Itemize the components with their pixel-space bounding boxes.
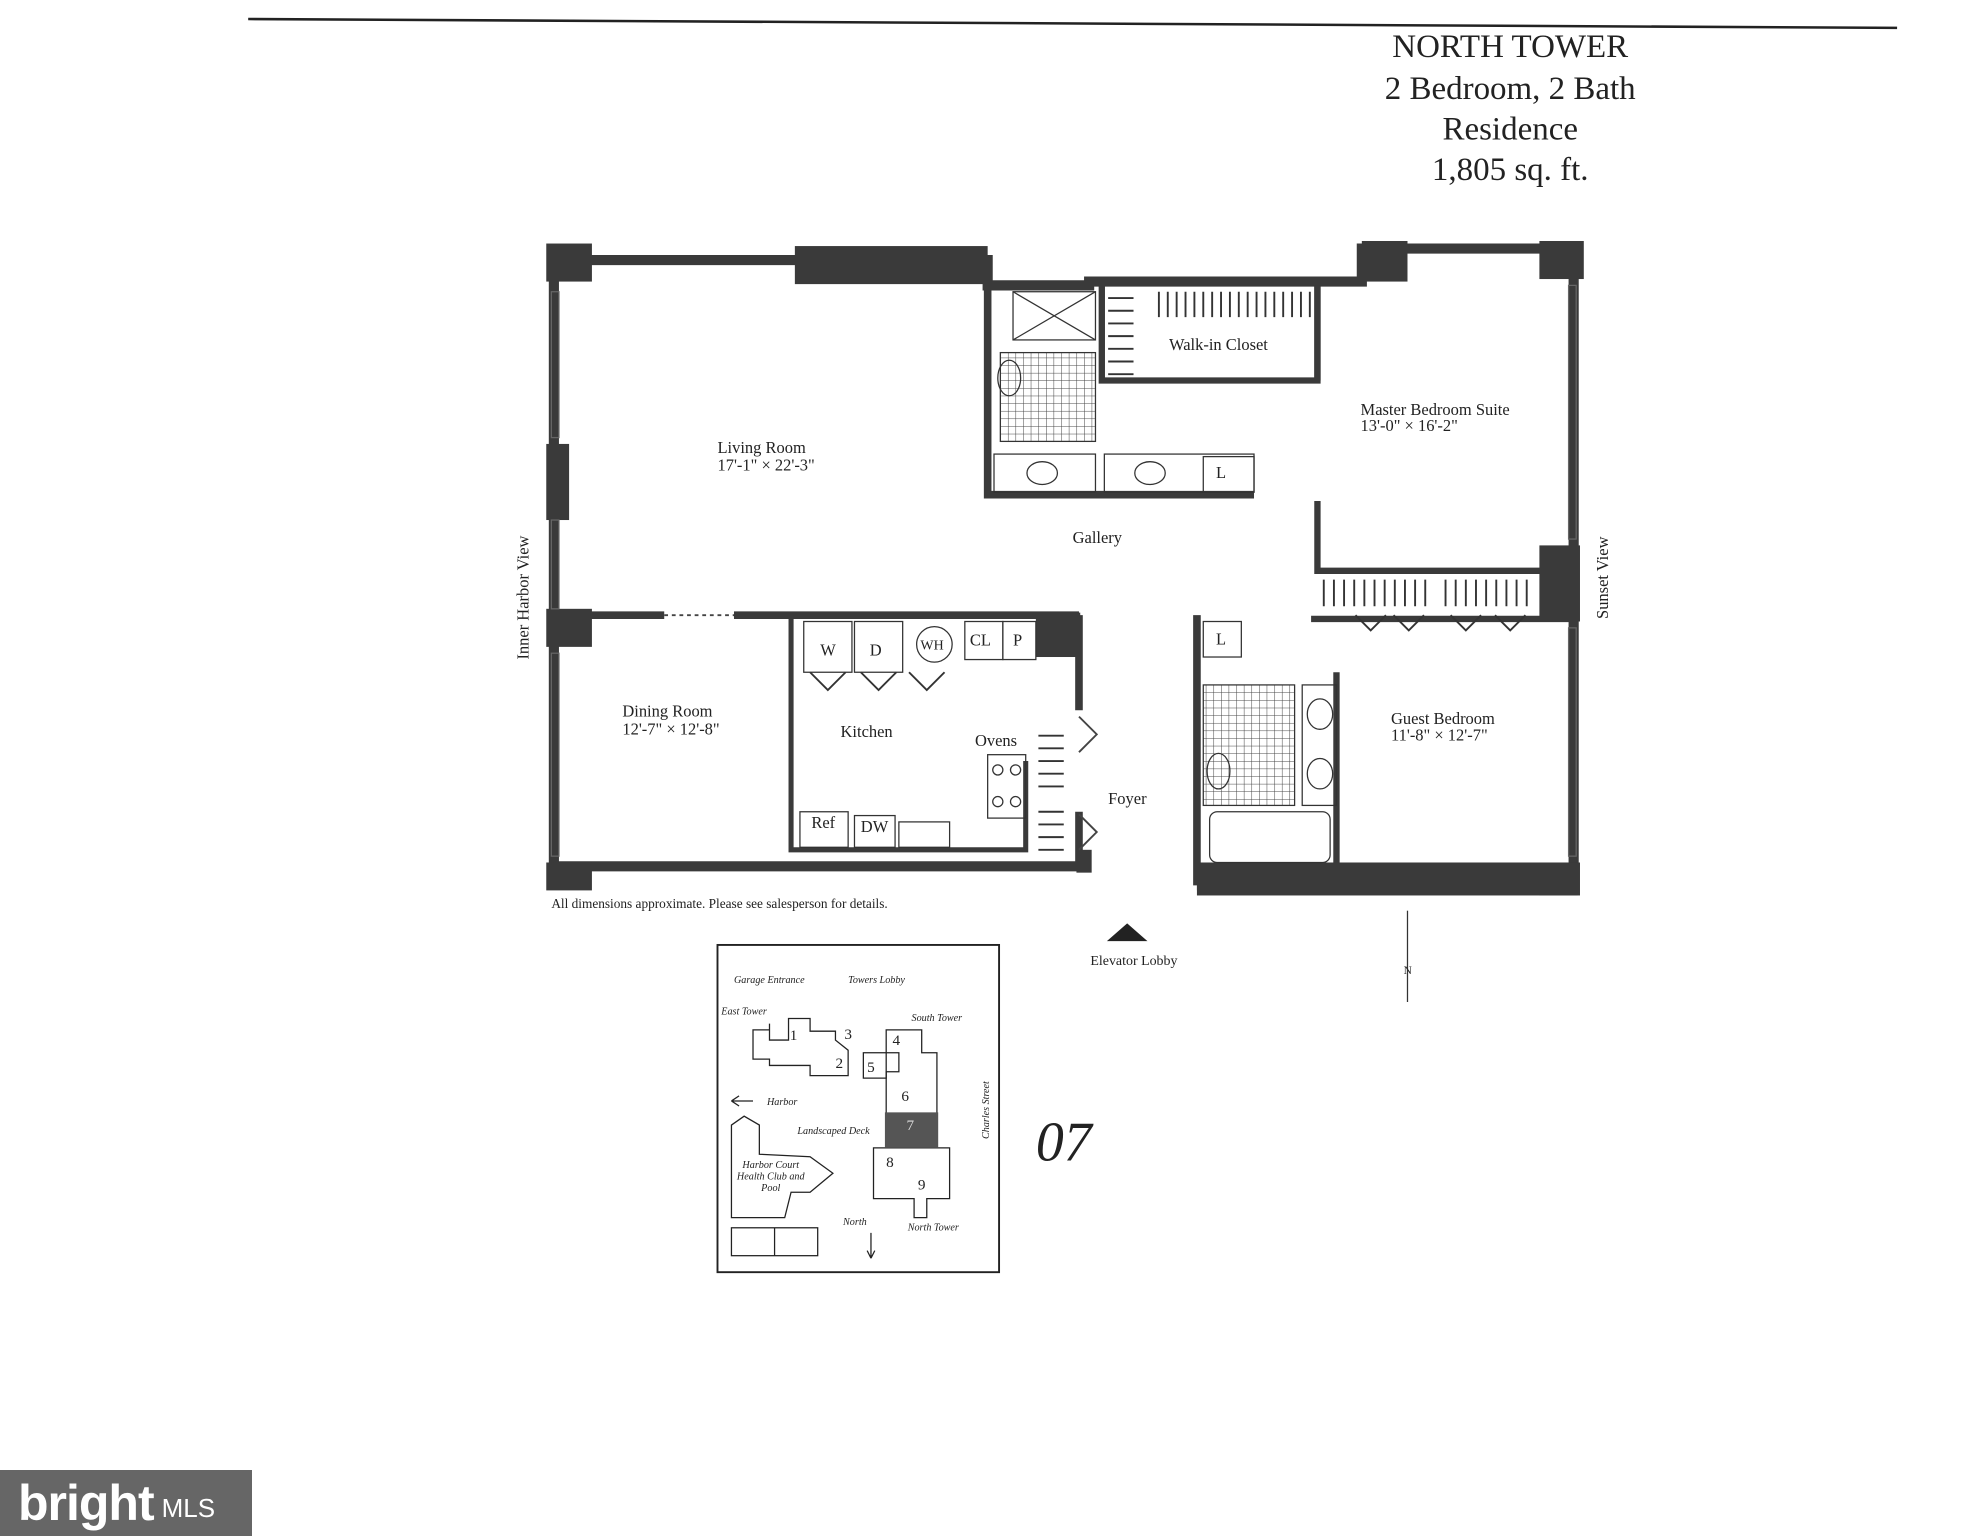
building-number: 7 xyxy=(906,1117,914,1134)
site-label: Charles Street xyxy=(981,1080,992,1139)
building-number: 3 xyxy=(844,1026,852,1043)
disclaimer: All dimensions approximate. Please see s… xyxy=(551,896,887,911)
title-line: 1,805 sq. ft. xyxy=(1432,152,1589,188)
room-dims: 13'-0" × 16'-2" xyxy=(1361,416,1458,435)
handwritten-number: 07 xyxy=(1036,1112,1094,1174)
sink-icon xyxy=(1306,757,1334,790)
site-label: South Tower xyxy=(912,1013,963,1024)
master-bath xyxy=(993,291,1255,493)
header-rule xyxy=(248,17,1898,30)
water-heater-label: WH xyxy=(920,638,943,653)
linen-label: L xyxy=(1216,629,1226,648)
guest-bath xyxy=(1202,684,1338,864)
closet-label: CL xyxy=(970,631,991,650)
room-dims: 17'-1" × 22'-3" xyxy=(717,456,814,475)
site-label: Landscaped Deck xyxy=(796,1126,870,1137)
room-name: Dining Room xyxy=(622,702,712,721)
site-label: Harbor xyxy=(766,1097,797,1108)
bathtub-icon xyxy=(1208,811,1331,864)
north-arrow-icon xyxy=(866,1232,876,1259)
health-club xyxy=(730,1115,834,1219)
walls xyxy=(548,243,1579,895)
building-number: 2 xyxy=(835,1055,843,1072)
building-number: 9 xyxy=(918,1177,926,1194)
site-label: Towers Lobby xyxy=(848,975,905,986)
site-label: North Tower xyxy=(907,1222,959,1233)
washer-label: W xyxy=(820,641,836,660)
wall-blocks xyxy=(546,240,1584,896)
room-name: Master Bedroom Suite xyxy=(1361,400,1510,419)
ovens-label: Ovens xyxy=(975,731,1017,750)
bright-mls-watermark: bright MLS xyxy=(0,1470,252,1536)
door-swings xyxy=(664,614,1099,851)
pantry-label: P xyxy=(1013,631,1022,650)
elevator-label: Elevator Lobby xyxy=(1090,954,1177,969)
title-line: Residence xyxy=(1442,112,1577,148)
watermark-brand: bright xyxy=(18,1475,155,1531)
building-number: 5 xyxy=(867,1059,875,1076)
room-name: Guest Bedroom xyxy=(1391,709,1495,728)
linen-label: L xyxy=(1216,463,1226,482)
room-name: Gallery xyxy=(1073,528,1123,547)
refrigerator-label: Ref xyxy=(811,813,835,832)
building-1-2-3 xyxy=(752,1017,849,1077)
sink-icon xyxy=(1026,461,1059,486)
watermark-suffix: MLS xyxy=(161,1492,216,1523)
title-line: NORTH TOWER xyxy=(1392,29,1628,65)
site-map: 1 2 3 4 5 6 7 8 9 Garage Entrance Towers… xyxy=(716,943,1001,1274)
view-label-left: Inner Harbor View xyxy=(514,535,533,659)
building-8-9 xyxy=(872,1147,951,1219)
site-label: Harbor Court Health Club and Pool xyxy=(736,1159,805,1194)
room-name: Kitchen xyxy=(841,722,893,741)
room-dims: 11'-8" × 12'-7" xyxy=(1391,726,1488,745)
fixture-labels: W D WH CL P L L Ovens Ref DW xyxy=(811,463,1226,836)
room-dims: 12'-7" × 12'-8" xyxy=(622,719,719,738)
site-label: North xyxy=(842,1217,867,1228)
north-label: N xyxy=(1404,965,1412,977)
title-line: 2 Bedroom, 2 Bath xyxy=(1385,71,1636,107)
sink-icon xyxy=(1306,698,1334,730)
windows xyxy=(550,284,1577,857)
sink-icon xyxy=(1134,461,1166,486)
room-name: Foyer xyxy=(1108,789,1147,808)
title-block: NORTH TOWER 2 Bedroom, 2 Bath Residence … xyxy=(1385,29,1636,188)
building-number: 1 xyxy=(790,1027,798,1044)
harbor-arrow-icon xyxy=(731,1095,754,1107)
room-labels: Living Room 17'-1" × 22'-3" Dining Room … xyxy=(622,335,1509,808)
kitchen-appliances xyxy=(799,455,1255,848)
closet-hatching xyxy=(809,291,1528,851)
room-name: Walk-in Closet xyxy=(1169,335,1268,354)
room-name: Living Room xyxy=(717,438,805,457)
view-label-right: Sunset View xyxy=(1593,536,1612,619)
dishwasher-label: DW xyxy=(861,817,889,836)
building-number: 6 xyxy=(901,1088,909,1105)
site-label: Garage Entrance xyxy=(734,975,805,986)
building-7-highlight xyxy=(884,1112,939,1148)
site-label: East Tower xyxy=(720,1007,767,1018)
building-number: 4 xyxy=(893,1032,901,1049)
elevator-arrow-icon xyxy=(1106,923,1148,942)
building-number: 8 xyxy=(886,1154,894,1171)
dryer-label: D xyxy=(870,641,882,660)
toilet-icon xyxy=(1206,752,1231,790)
toilet-icon xyxy=(997,359,1022,397)
